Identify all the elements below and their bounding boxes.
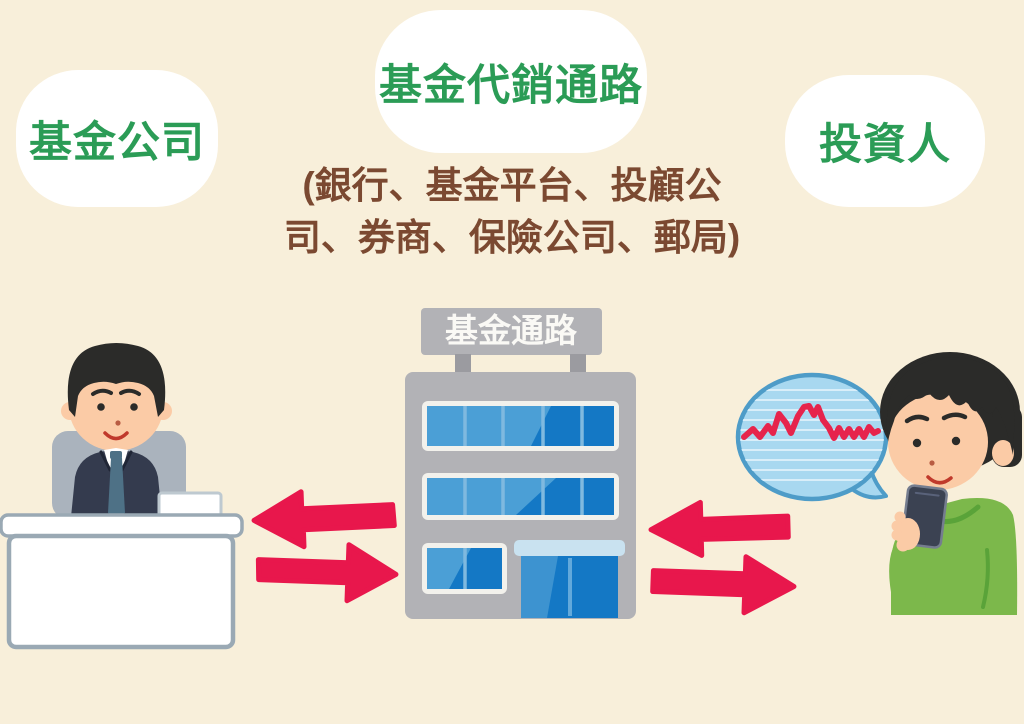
flow-arrows (251, 489, 797, 616)
finger (894, 511, 906, 523)
investor-hand (891, 511, 920, 552)
businessman-right-eyebrow (119, 388, 141, 396)
arrow-investor-to-channel (648, 499, 791, 558)
businessman-face (69, 363, 163, 451)
stock-chart-line (741, 403, 881, 441)
investor-left-eyebrow (904, 414, 930, 424)
chart-speech-bubble (735, 372, 889, 502)
building-sign (421, 308, 602, 355)
window-glare (427, 478, 556, 515)
investor-hair-front (886, 357, 1015, 455)
window-mullions (463, 478, 584, 515)
window-glare (427, 548, 471, 589)
building-entrance (514, 540, 625, 618)
distribution-channel-detail: (銀行、基金平台、投顧公 司、券商、保險公司、郵局) (252, 160, 772, 264)
businessman-left-eye (97, 403, 105, 411)
channel-detail-line2: 司、券商、保險公司、郵局) (283, 217, 741, 258)
window-row-1 (422, 401, 619, 451)
investor-left-sleeve (889, 531, 934, 615)
finger (891, 520, 903, 532)
building-illustration: 基金通路 (405, 308, 636, 619)
speech-bubble-body (735, 372, 889, 502)
businessman-left-eyebrow (91, 388, 113, 396)
businessman-right-eye (130, 403, 138, 411)
window-glare (427, 406, 551, 446)
investor-bubble: 投資人 (785, 75, 985, 207)
window-row-2 (422, 473, 619, 520)
window-small (422, 543, 507, 594)
finger (891, 529, 903, 541)
thumb (896, 538, 910, 552)
investor-ear (992, 440, 1014, 466)
channel-detail-line1: (銀行、基金平台、投顧公 (302, 165, 722, 206)
building-sign-label: 基金通路 (445, 312, 578, 349)
sweater-arm-crease (981, 548, 990, 609)
tie-knot (110, 451, 122, 459)
arrow-channel-to-investor (650, 554, 797, 616)
arrow-fund-company-to-channel (255, 542, 399, 604)
suit-right-lapel (120, 450, 133, 472)
businessman-mouth (103, 431, 129, 441)
door-glare (521, 556, 558, 618)
investor-label: 投資人 (819, 121, 951, 169)
desk-front-panel (6, 533, 236, 650)
desk-top (0, 513, 244, 538)
businessman-nose (115, 420, 121, 426)
distribution-channel-label: 基金代銷通路 (379, 61, 643, 110)
door-header (514, 540, 625, 556)
investor-mouth (926, 475, 953, 485)
investor-illustration (880, 352, 1022, 615)
smartphone-notch (914, 491, 940, 497)
distribution-channel-bubble: 基金代銷通路 (375, 10, 647, 153)
fund-company-bubble: 基金公司 (16, 70, 218, 207)
investor-right-eye (951, 436, 961, 446)
suit-left-lapel (99, 450, 112, 472)
fund-company-label: 基金公司 (29, 118, 205, 167)
investor-left-eye (912, 438, 922, 448)
arrow-channel-to-fund-company (251, 489, 397, 550)
investor-right-eyebrow (941, 412, 968, 421)
window-mullions (463, 406, 584, 446)
sign-post-right (570, 354, 586, 373)
sign-post-left (455, 354, 471, 373)
businessman-hair (67, 343, 166, 417)
businessman-illustration (0, 343, 244, 650)
necktie (108, 458, 125, 517)
investor-nose (929, 460, 935, 466)
